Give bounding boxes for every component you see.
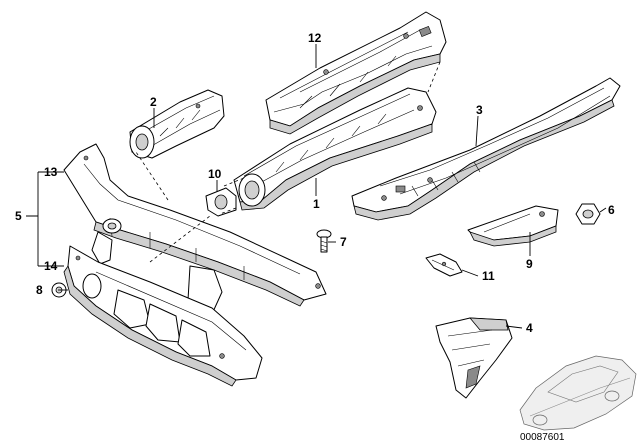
callout-3: 3: [476, 103, 483, 117]
part-2-bracket-support[interactable]: [129, 89, 225, 159]
part-3-longitudinal-member[interactable]: [351, 77, 621, 221]
callout-5: 5: [15, 209, 22, 223]
part-4-wheel-arch-piece[interactable]: [435, 317, 513, 399]
part-10-plate[interactable]: [205, 187, 237, 217]
callout-6: 6: [608, 203, 615, 217]
callout-8: 8: [36, 283, 43, 297]
callout-1: 1: [313, 197, 320, 211]
leader-lines: [26, 44, 607, 329]
part-13-front-carrier-upper[interactable]: [63, 143, 327, 319]
callout-9: 9: [526, 257, 533, 271]
part-6-nut[interactable]: [575, 203, 601, 225]
car-locator-icon: [519, 355, 637, 431]
alignment-lines: [135, 61, 441, 263]
part-7-bolt[interactable]: [316, 229, 332, 253]
callout-labels: 12 2 3 10 1 6 7 9 11 4 13 5 14 8: [15, 31, 615, 335]
callout-7: 7: [340, 235, 347, 249]
callout-14: 14: [44, 259, 58, 273]
callout-2: 2: [150, 95, 157, 109]
reference-code: 00087601: [520, 432, 565, 443]
part-9-bracket[interactable]: [467, 205, 559, 247]
part-1-engine-support-lower[interactable]: [233, 87, 437, 211]
callout-13: 13: [44, 165, 58, 179]
callout-10: 10: [208, 167, 222, 181]
part-14-front-carrier-lower[interactable]: [63, 245, 263, 387]
part-12-engine-support-upper[interactable]: [265, 11, 447, 135]
callout-11: 11: [482, 269, 495, 283]
part-11-clip[interactable]: [425, 253, 463, 277]
callout-4: 4: [526, 321, 533, 335]
callout-12: 12: [308, 31, 322, 45]
